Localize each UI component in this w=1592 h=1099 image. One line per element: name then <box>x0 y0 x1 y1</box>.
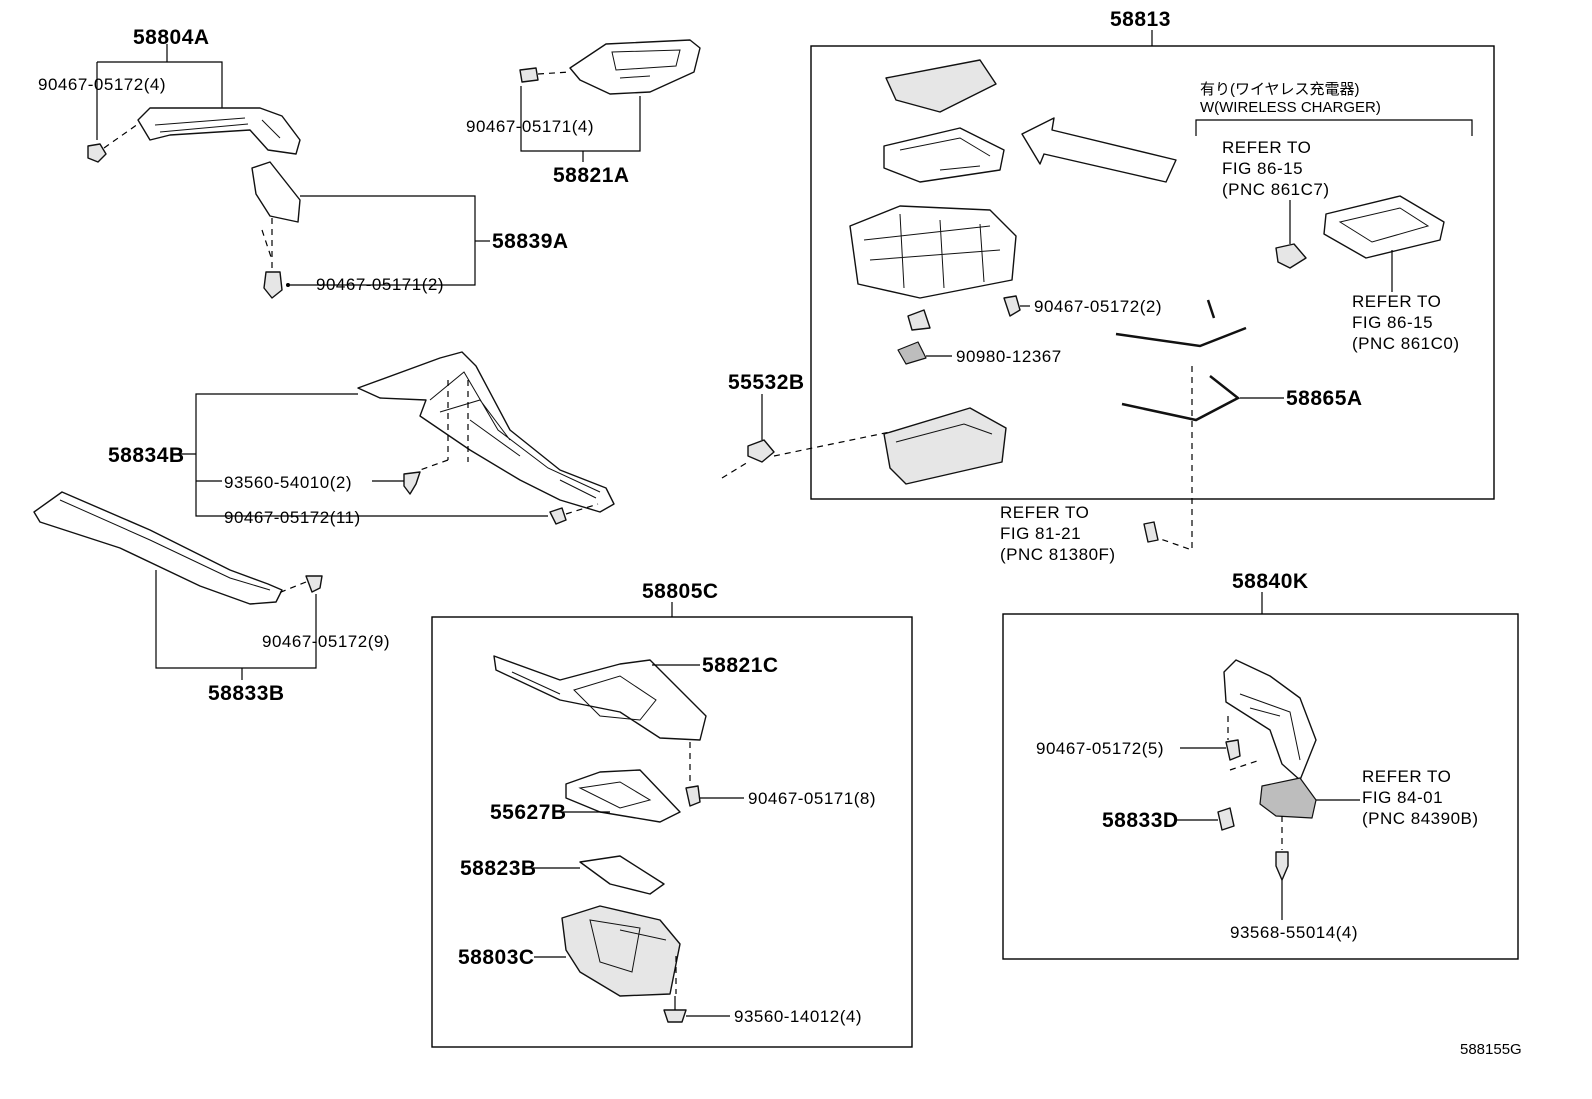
ref81-line1: REFER TO <box>1000 503 1089 522</box>
clip-icon <box>87 143 107 163</box>
ref-84-line3[interactable]: (PNC 84390B) <box>1362 809 1479 828</box>
option-label-en: W(WIRELESS CHARGER) <box>1200 99 1381 116</box>
side-cover-58839A <box>251 161 301 223</box>
part-label-58823B[interactable]: 58823B <box>460 857 537 880</box>
part-label-58865A[interactable]: 58865A <box>1286 387 1363 410</box>
ref-84-line2[interactable]: FIG 84-01 <box>1362 788 1443 807</box>
group-58804A: 58804A 90467-05172(4) <box>38 26 301 163</box>
part-label-90467-05171-8[interactable]: 90467-05171(8) <box>748 789 876 808</box>
group-55532B: 55532B <box>721 371 891 479</box>
lid-pad-icon <box>885 59 997 113</box>
plug-icon <box>747 439 775 463</box>
part-label-58804A[interactable]: 58804A <box>133 26 210 49</box>
clip-icon <box>1225 739 1241 761</box>
shift-unit-icon <box>1259 777 1317 819</box>
console-panel-58821A <box>569 39 701 95</box>
part-label-58834B[interactable]: 58834B <box>108 444 185 467</box>
group-58840K: 58840K 90467-05172(5) 58833D REFER TO FI… <box>1002 570 1519 960</box>
ref-84-line1: REFER TO <box>1362 767 1451 786</box>
box-58840K <box>1002 613 1519 960</box>
wireless-charger-icon <box>1323 195 1445 259</box>
leader-58804A <box>97 61 223 122</box>
part-label-55532B[interactable]: 55532B <box>728 371 805 394</box>
part-label-55627B[interactable]: 55627B <box>490 801 567 824</box>
part-label-58839A[interactable]: 58839A <box>492 230 569 253</box>
leader-58839A <box>288 195 476 286</box>
part-label-58821A[interactable]: 58821A <box>553 164 630 187</box>
clip-icon <box>305 575 323 593</box>
group-58833B: 90467-05172(9) 58833B <box>33 491 390 705</box>
ref81-line2[interactable]: FIG 81-21 <box>1000 524 1081 543</box>
connector-icon <box>1275 243 1307 269</box>
box-frame-icon <box>849 205 1017 299</box>
pad-icon <box>907 309 931 331</box>
clip-icon <box>263 271 283 299</box>
part-label-90467-05171-4[interactable]: 90467-05171(4) <box>466 117 594 136</box>
part-label-90980-12367[interactable]: 90980-12367 <box>956 347 1062 366</box>
part-label-58803C[interactable]: 58803C <box>458 946 535 969</box>
tray-icon <box>883 127 1005 183</box>
part-label-90467-05171-2[interactable]: 90467-05171(2) <box>316 275 444 294</box>
ref-b-line3[interactable]: (PNC 861C0) <box>1352 334 1460 353</box>
part-label-93568-55014-4[interactable]: 93568-55014(4) <box>1230 923 1358 942</box>
shift-bezel-icon <box>1223 659 1317 781</box>
pad-icon-2 <box>897 341 927 365</box>
console-lower-trim-58833B <box>33 491 283 605</box>
cord-upper-icon <box>1115 299 1247 348</box>
cup-holder-58803C <box>561 905 681 997</box>
cord-lower-icon <box>1121 375 1241 422</box>
box-58805C <box>431 616 913 1048</box>
clip-icon <box>519 67 539 83</box>
part-label-93560-14012-4[interactable]: 93560-14012(4) <box>734 1007 862 1026</box>
mat-58823B <box>579 855 665 895</box>
storage-tray-icon <box>883 407 1007 485</box>
part-label-90467-05172-2b[interactable]: 90467-05172(2) <box>1034 297 1162 316</box>
arrow-icon <box>1021 117 1177 183</box>
group-58805C: 58805C 58821C 90467-05171(8) 55627B 5882… <box>431 580 913 1048</box>
option-bracket <box>1195 119 1473 136</box>
part-label-58805C[interactable]: 58805C <box>642 580 719 603</box>
part-label-90467-05172-11[interactable]: 90467-05172(11) <box>224 508 361 527</box>
group-58821A: 90467-05171(4) 58821A <box>466 39 701 187</box>
ref81-part-icon <box>1143 521 1159 543</box>
option-label-jp: 有り(ワイヤレス充電器) <box>1200 81 1360 98</box>
part-label-90467-05172-9[interactable]: 90467-05172(9) <box>262 632 390 651</box>
part-label-90467-05172-4[interactable]: 90467-05172(4) <box>38 75 166 94</box>
part-label-58833D[interactable]: 58833D <box>1102 809 1179 832</box>
mat-55627B <box>565 769 681 823</box>
leader-58834B <box>195 393 548 517</box>
upper-console-trim-58804A <box>137 107 301 155</box>
group-58839A: 58839A 90467-05171(2) <box>251 161 569 299</box>
group-58813: 58813 有り(ワイヤレス充電器) W(WIRELESS CHARGER) R… <box>810 8 1495 500</box>
part-label-58821C[interactable]: 58821C <box>702 654 779 677</box>
diagram-id: 588155G <box>1460 1041 1522 1058</box>
part-label-58813[interactable]: 58813 <box>1110 8 1171 31</box>
screw-icon <box>663 1009 687 1023</box>
leader-58833B <box>155 570 317 669</box>
leader-58821A <box>520 86 641 152</box>
ref-b-line1: REFER TO <box>1352 292 1441 311</box>
ref81-line3[interactable]: (PNC 81380F) <box>1000 545 1116 564</box>
part-label-58840K[interactable]: 58840K <box>1232 570 1309 593</box>
clip-icon-2 <box>1217 807 1235 831</box>
ref-a-line3[interactable]: (PNC 861C7) <box>1222 180 1330 199</box>
ref-a-line1: REFER TO <box>1222 138 1311 157</box>
box-58813 <box>810 45 1495 500</box>
clip-icon <box>1003 295 1021 317</box>
screw-icon <box>403 471 421 495</box>
ref-a-line2[interactable]: FIG 86-15 <box>1222 159 1303 178</box>
clip-icon <box>685 785 701 807</box>
ref-b-line2[interactable]: FIG 86-15 <box>1352 313 1433 332</box>
part-label-58833B[interactable]: 58833B <box>208 682 285 705</box>
group-58834B: 58834B 93560-54010(2) 90467-05172(11) <box>108 351 615 527</box>
screw-icon <box>1275 851 1289 881</box>
part-label-90467-05172-5[interactable]: 90467-05172(5) <box>1036 739 1164 758</box>
console-panel-58821C <box>493 655 707 741</box>
clip-icon <box>549 507 567 525</box>
part-label-93560-54010-2[interactable]: 93560-54010(2) <box>224 473 352 492</box>
